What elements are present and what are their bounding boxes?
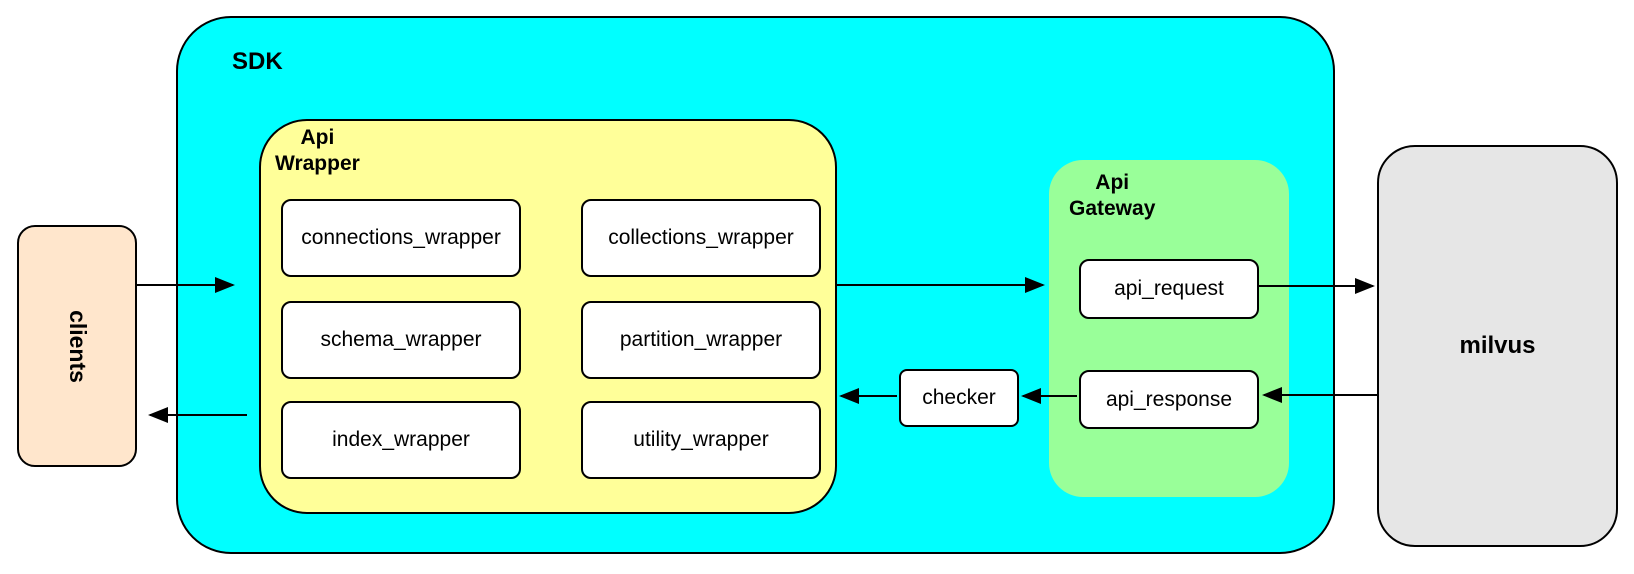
checker-box: checker [899, 369, 1019, 427]
api-gateway-container: Api Gateway api_request api_response [1049, 160, 1289, 497]
milvus-node: milvus [1377, 145, 1618, 547]
sdk-container: SDK Api Wrapper connections_wrapper coll… [176, 16, 1335, 554]
api-gateway-label-line2: Gateway [1069, 197, 1156, 220]
api-wrapper-label: Api Wrapper [275, 125, 360, 177]
schema-wrapper-box: schema_wrapper [281, 301, 521, 379]
api-wrapper-container: Api Wrapper connections_wrapper collecti… [259, 119, 837, 514]
clients-label: clients [64, 309, 91, 383]
collections-wrapper-box: collections_wrapper [581, 199, 821, 277]
api-wrapper-label-line2: Wrapper [275, 152, 360, 175]
api-request-box: api_request [1079, 259, 1259, 319]
partition-wrapper-box: partition_wrapper [581, 301, 821, 379]
utility-wrapper-box: utility_wrapper [581, 401, 821, 479]
api-gateway-label: Api Gateway [1069, 170, 1155, 222]
clients-node: clients [17, 225, 137, 467]
api-response-box: api_response [1079, 370, 1259, 429]
api-gateway-label-line1: Api [1095, 171, 1130, 194]
index-wrapper-box: index_wrapper [281, 401, 521, 479]
sdk-label: SDK [232, 48, 283, 75]
api-wrapper-label-line1: Api [300, 126, 335, 149]
connections-wrapper-box: connections_wrapper [281, 199, 521, 277]
